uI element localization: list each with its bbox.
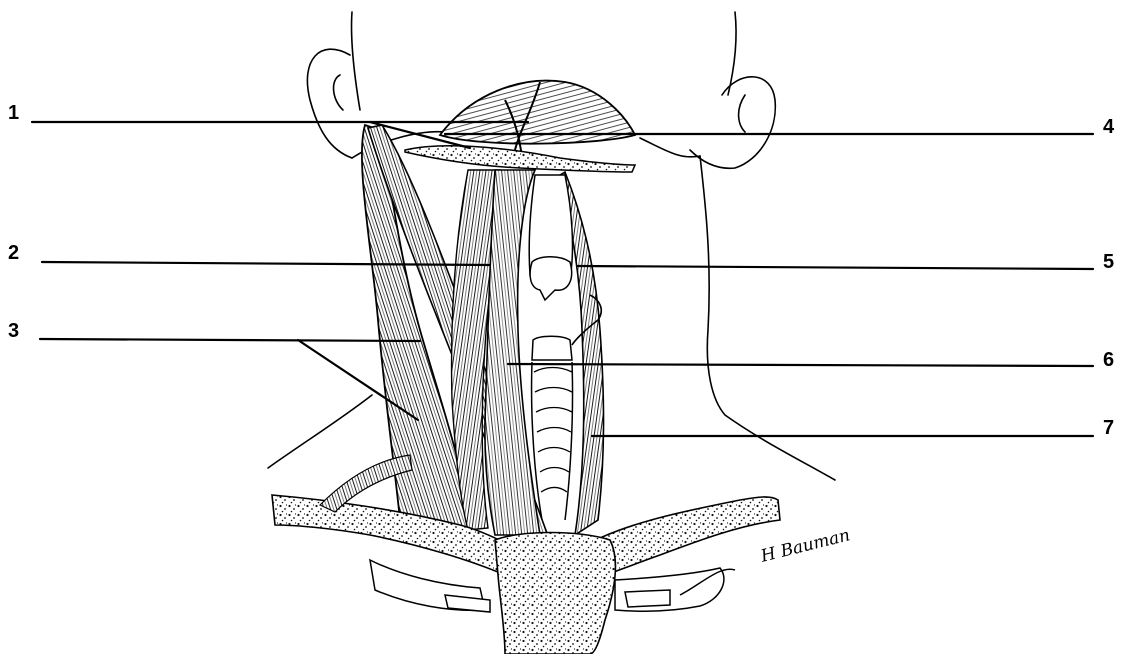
right-clavicle xyxy=(600,497,780,575)
leader-line-3 xyxy=(40,339,420,341)
leader-line-5 xyxy=(578,266,1093,269)
label-1: 1 xyxy=(8,103,19,123)
label-7: 7 xyxy=(1103,418,1114,438)
sternum-manubrium xyxy=(495,533,615,654)
larynx-trachea xyxy=(529,175,572,520)
label-2: 2 xyxy=(8,243,19,263)
label-5: 5 xyxy=(1103,252,1114,272)
label-6: 6 xyxy=(1103,350,1114,370)
label-4: 4 xyxy=(1103,117,1114,137)
label-3: 3 xyxy=(8,321,19,341)
